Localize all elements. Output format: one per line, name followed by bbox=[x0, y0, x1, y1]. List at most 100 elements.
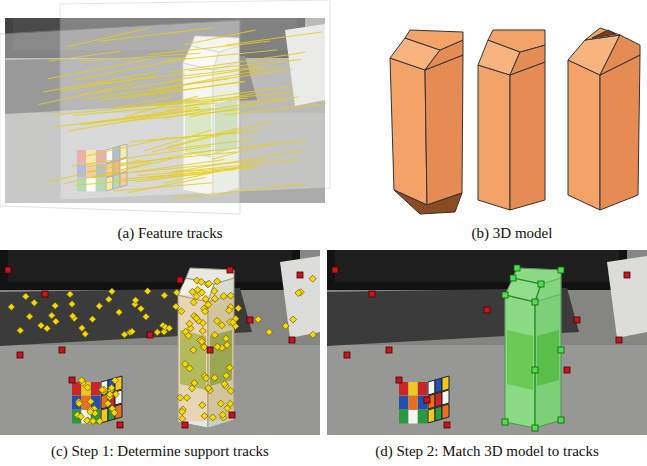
feature-track bbox=[54, 109, 201, 127]
track-point bbox=[185, 332, 192, 339]
feature-track bbox=[164, 164, 252, 183]
track-point bbox=[220, 293, 227, 300]
cube-sticker bbox=[428, 408, 435, 423]
track-point bbox=[22, 293, 29, 300]
track-end bbox=[117, 422, 123, 428]
feature-track bbox=[117, 167, 251, 179]
track-point bbox=[227, 292, 234, 299]
track-point bbox=[142, 313, 149, 320]
track-point bbox=[89, 316, 96, 323]
track-end bbox=[297, 272, 303, 278]
desk-front bbox=[0, 345, 320, 435]
track-point bbox=[132, 297, 139, 304]
carton-face bbox=[478, 65, 510, 210]
feature-track bbox=[225, 32, 322, 45]
cube-sticker bbox=[399, 410, 408, 424]
subfigure-caption: (c) Step 1: Determine support tracks bbox=[51, 442, 269, 460]
track-point bbox=[230, 319, 237, 326]
track-end bbox=[424, 397, 430, 403]
monitor bbox=[0, 250, 300, 290]
feature-track bbox=[153, 93, 293, 105]
track-end bbox=[59, 347, 65, 353]
frame-plane bbox=[0, 20, 240, 214]
track-point bbox=[106, 391, 113, 398]
track-point bbox=[227, 400, 234, 407]
track-point bbox=[172, 303, 179, 310]
track-point bbox=[227, 387, 234, 394]
track-point bbox=[52, 302, 59, 309]
track-end bbox=[227, 267, 233, 273]
track-point bbox=[295, 290, 302, 297]
cube-sticker bbox=[418, 410, 427, 424]
carton-fin bbox=[585, 28, 620, 40]
paper bbox=[280, 256, 320, 338]
subfigure-caption: (b) 3D model bbox=[472, 224, 553, 242]
cube-sticker bbox=[409, 396, 418, 410]
track-point bbox=[211, 288, 218, 295]
cube-sticker bbox=[409, 410, 418, 424]
feature-track bbox=[114, 183, 213, 191]
track-end bbox=[369, 291, 375, 297]
track-point bbox=[203, 375, 210, 382]
track-point bbox=[179, 408, 186, 415]
track-point bbox=[226, 307, 233, 314]
track-end bbox=[182, 422, 188, 428]
track-point bbox=[214, 317, 221, 324]
track-point bbox=[8, 303, 15, 310]
feature-track bbox=[49, 51, 120, 61]
track-point bbox=[67, 291, 74, 298]
track-point bbox=[69, 313, 76, 320]
feature-track bbox=[169, 139, 253, 149]
track-point bbox=[105, 296, 112, 303]
feature-track bbox=[126, 96, 198, 116]
track-point bbox=[186, 320, 193, 327]
track-point bbox=[87, 398, 94, 405]
track-point bbox=[221, 380, 228, 387]
track-point bbox=[173, 289, 180, 296]
desk bbox=[327, 250, 647, 435]
track-point bbox=[31, 299, 38, 306]
track-point bbox=[154, 329, 161, 336]
track-point bbox=[211, 374, 218, 381]
track-point bbox=[193, 315, 200, 322]
track-point bbox=[144, 288, 151, 295]
track-point bbox=[76, 400, 83, 407]
feature-track bbox=[64, 162, 151, 183]
track-point bbox=[214, 343, 221, 350]
track-end bbox=[502, 292, 508, 298]
feature-track bbox=[99, 28, 214, 41]
feature-track bbox=[49, 160, 141, 182]
track-point bbox=[87, 408, 94, 415]
track-point bbox=[96, 418, 103, 425]
track-end bbox=[574, 317, 580, 323]
cube-sticker bbox=[442, 376, 449, 391]
cube-sticker bbox=[91, 382, 100, 396]
cube-sticker bbox=[442, 390, 449, 405]
track-end bbox=[558, 347, 564, 353]
feature-track bbox=[112, 96, 173, 109]
track-point bbox=[84, 384, 91, 391]
monitor-screen bbox=[335, 250, 619, 282]
track-point bbox=[121, 331, 128, 338]
track-point bbox=[137, 305, 144, 312]
feature-track bbox=[183, 67, 257, 76]
track-point bbox=[209, 414, 216, 421]
paper bbox=[607, 256, 647, 338]
monitor bbox=[327, 250, 627, 290]
track-point bbox=[201, 308, 208, 315]
track-point bbox=[214, 278, 221, 285]
feature-track bbox=[148, 69, 292, 90]
carton-roof bbox=[600, 35, 640, 75]
model-edge bbox=[505, 278, 541, 302]
track-end bbox=[289, 337, 295, 343]
track-point bbox=[104, 400, 111, 407]
cube-sticker bbox=[435, 378, 442, 393]
cube-sticker bbox=[435, 406, 442, 421]
carton-fin bbox=[488, 30, 545, 52]
track-point bbox=[199, 402, 206, 409]
track-point bbox=[217, 400, 224, 407]
track-point bbox=[52, 318, 59, 325]
track-point bbox=[178, 308, 185, 315]
track-end bbox=[558, 267, 564, 273]
track-end bbox=[386, 347, 392, 353]
